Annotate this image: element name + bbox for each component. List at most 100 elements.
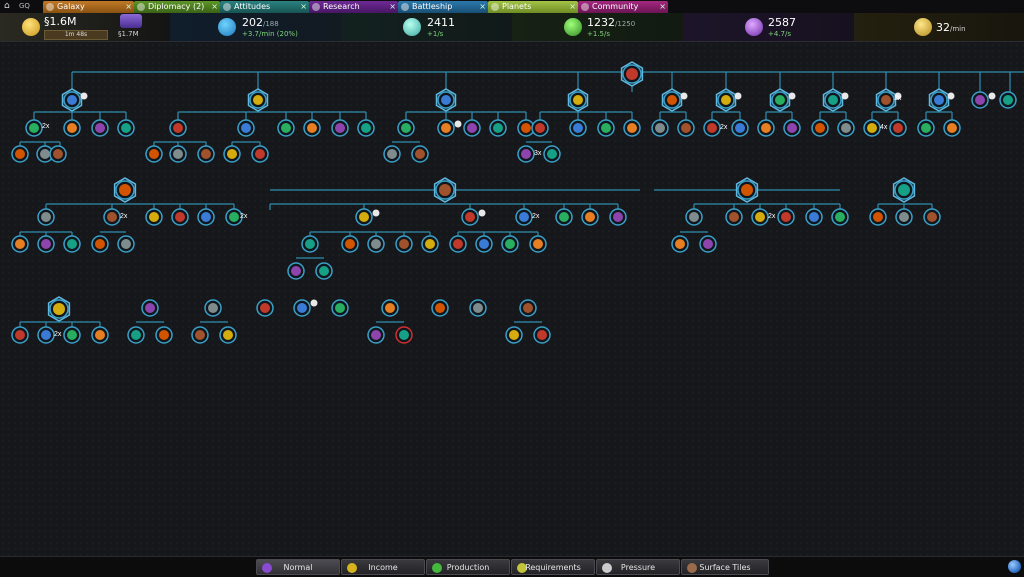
energy-value: 2411 — [427, 16, 455, 29]
building-icon — [195, 330, 205, 340]
building-icon — [521, 149, 531, 159]
building-icon — [735, 123, 745, 133]
building-icon — [519, 212, 529, 222]
view-pressure-button[interactable]: Pressure — [596, 559, 680, 575]
tab-galaxy[interactable]: Galaxy × — [43, 1, 134, 13]
building-icon — [573, 95, 583, 105]
building-icon — [537, 330, 547, 340]
building-icon — [131, 330, 141, 340]
building-icon — [601, 123, 611, 133]
tab-community[interactable]: Community × — [578, 1, 668, 13]
tab-research[interactable]: Research × — [309, 1, 398, 13]
home-icon[interactable]: ⌂ — [4, 1, 10, 11]
building-icon — [675, 239, 685, 249]
building-icon — [291, 266, 301, 276]
building-icon — [681, 123, 691, 133]
close-icon[interactable]: × — [389, 2, 396, 11]
population-icon — [218, 18, 236, 36]
gq-button[interactable]: GQ — [19, 2, 30, 10]
view-surface-tiles-button[interactable]: Surface Tiles — [681, 559, 769, 575]
building-icon — [29, 123, 39, 133]
credits-timer-bar: 1m 48s — [44, 30, 108, 40]
credits-panel[interactable]: §1.6M 1m 48s §1.7M — [0, 13, 170, 41]
building-icon — [223, 330, 233, 340]
diplomacy-icon — [137, 3, 145, 11]
building-icon — [835, 212, 845, 222]
tab-diplomacy[interactable]: Diplomacy (2) × — [134, 1, 220, 13]
tab-attitudes[interactable]: Attitudes × — [220, 1, 309, 13]
income-icon — [347, 563, 357, 573]
population-panel[interactable]: 202/188 +3.7/min (20%) — [170, 13, 341, 41]
view-income-button[interactable]: Income — [341, 559, 425, 575]
building-icon — [841, 123, 851, 133]
building-icon — [175, 212, 185, 222]
building-icon — [655, 123, 665, 133]
view-production-button[interactable]: Production — [426, 559, 510, 575]
production-icon — [432, 563, 442, 573]
multiplier-label: 3x — [534, 150, 542, 157]
surface-tiles-icon — [687, 563, 697, 573]
status-orb — [310, 299, 318, 307]
close-icon[interactable]: × — [659, 2, 666, 11]
multiplier-label: 2x — [54, 331, 62, 338]
close-icon[interactable]: × — [300, 2, 307, 11]
building-icon — [95, 330, 105, 340]
research-panel[interactable]: 1232/1250 +1.5/s — [512, 13, 683, 41]
gold-icon — [914, 18, 932, 36]
multiplier-label: 4x — [880, 124, 888, 131]
influence-panel[interactable]: 2587 +4.7/s — [683, 13, 854, 41]
building-icon — [975, 95, 985, 105]
influence-rate: +4.7/s — [768, 30, 792, 38]
energy-panel[interactable]: 2411 +1/s — [341, 13, 512, 41]
multiplier-label: 2x — [894, 95, 902, 102]
building-icon — [253, 95, 263, 105]
tab-planets[interactable]: Planets × — [488, 1, 578, 13]
building-icon — [67, 239, 77, 249]
gold-value: 32 — [936, 21, 950, 34]
galaxy-icon — [46, 3, 54, 11]
building-icon — [441, 95, 451, 105]
building-icon — [67, 95, 77, 105]
building-icon — [121, 123, 131, 133]
view-requirements-button[interactable]: Requirements — [511, 559, 595, 575]
close-icon[interactable]: × — [479, 2, 486, 11]
building-icon — [626, 68, 638, 80]
building-icon — [41, 330, 51, 340]
building-icon — [453, 239, 463, 249]
building-icon — [523, 303, 533, 313]
energy-icon — [403, 18, 421, 36]
view-normal-button[interactable]: Normal — [256, 559, 340, 575]
building-icon — [927, 212, 937, 222]
building-icon — [95, 239, 105, 249]
building-icon — [15, 149, 25, 159]
close-icon[interactable]: × — [569, 2, 576, 11]
building-icon — [107, 212, 117, 222]
globe-icon[interactable] — [1008, 560, 1021, 573]
building-icon — [535, 123, 545, 133]
building-icon — [260, 303, 270, 313]
close-icon[interactable]: × — [125, 2, 132, 11]
pressure-icon — [602, 563, 612, 573]
tab-battleship[interactable]: Battleship × — [398, 1, 488, 13]
building-icon — [479, 239, 489, 249]
normal-icon — [262, 563, 272, 573]
building-icon — [627, 123, 637, 133]
building-icon — [559, 212, 569, 222]
multiplier-label: 2x — [240, 213, 248, 220]
building-icon — [335, 123, 345, 133]
planets-icon — [491, 3, 499, 11]
building-icon — [159, 330, 169, 340]
building-icon — [493, 123, 503, 133]
multiplier-label: 2x — [120, 213, 128, 220]
credits-sub: §1.7M — [118, 30, 139, 38]
building-icon — [533, 239, 543, 249]
gold-panel[interactable]: 32/min — [854, 13, 1024, 41]
building-icon — [53, 149, 63, 159]
building-icon — [319, 266, 329, 276]
building-icon — [547, 149, 557, 159]
status-orb — [947, 92, 955, 100]
status-orb — [841, 92, 849, 100]
close-icon[interactable]: × — [211, 2, 218, 11]
